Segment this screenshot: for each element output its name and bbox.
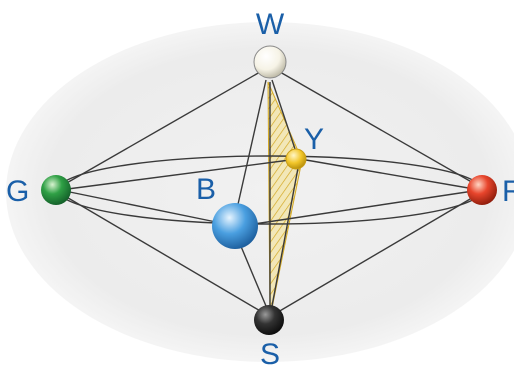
label-y: Y: [304, 123, 324, 156]
edge-s-r: [277, 191, 483, 313]
label-w: W: [256, 8, 285, 41]
edge-s-g: [57, 191, 263, 313]
black-node: [254, 305, 284, 335]
blue-node: [212, 203, 258, 249]
red-node: [467, 175, 497, 205]
label-r: R: [502, 175, 514, 208]
edge-b-r: [253, 189, 481, 225]
edge-w-b: [233, 79, 267, 223]
diagram-background: [6, 22, 514, 362]
edge-g-y: [59, 159, 291, 191]
label-g: G: [6, 175, 29, 208]
white-node: [253, 45, 287, 79]
cross-edges: [59, 159, 481, 225]
edge-g-b: [59, 189, 217, 223]
label-b: B: [196, 173, 216, 206]
edge-s-y: [271, 167, 299, 307]
lower-edges: [57, 82, 483, 313]
edge-w-g: [57, 71, 261, 189]
upper-edges: [57, 71, 483, 223]
yellow-node: [285, 148, 307, 170]
edge-w-y: [271, 79, 299, 159]
edge-y-r: [305, 159, 481, 191]
edge-s-b: [239, 243, 267, 307]
label-s: S: [260, 338, 280, 367]
edge-w-r: [279, 71, 483, 189]
green-node: [41, 175, 71, 205]
